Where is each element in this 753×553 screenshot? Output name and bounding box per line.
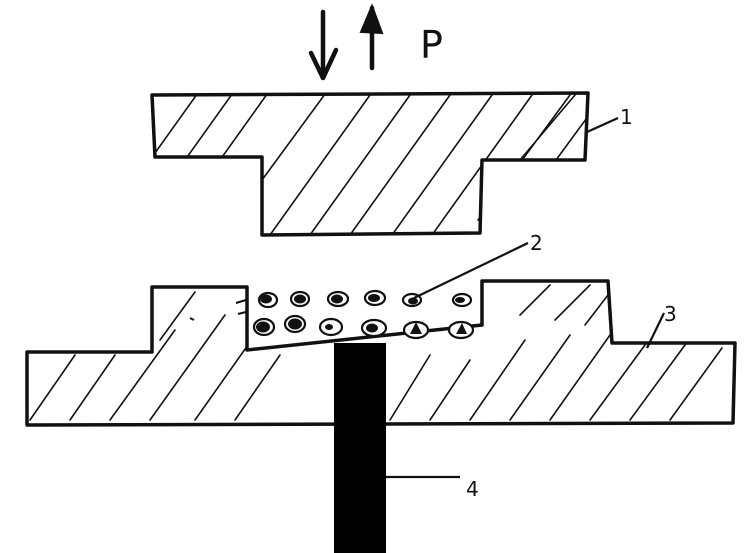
powder-particles [189,289,475,340]
callout-label-1: 1 [620,105,633,129]
powder-particle [252,317,276,337]
powder-particle [318,317,344,337]
powder-particle [402,320,430,340]
ejector-rod [334,343,386,553]
callout-3: 3 [646,302,677,349]
force-label: P [420,23,443,67]
callout-label-2: 2 [530,231,543,255]
powder-particle [451,292,473,308]
lower-die-hatching [29,284,723,421]
callout-label-4: 4 [466,477,479,501]
force-arrows: P [308,3,443,81]
powder-particle [326,290,350,308]
up-arrow-icon [359,3,384,71]
down-arrow-icon [308,9,339,81]
callout-1: 1 [586,105,633,134]
powder-speck [237,311,247,315]
powder-particle [283,314,307,334]
callout-2: 2 [413,231,543,299]
powder-particle [289,290,311,308]
powder-particle [363,289,387,307]
powder-speck [189,317,195,321]
powder-speck [235,299,247,304]
callout-label-3: 3 [664,302,677,326]
powder-particle [360,318,388,338]
powder-particle [447,320,475,340]
callout-4: 4 [386,475,479,501]
powder-particle [257,291,279,309]
upper-punch [150,91,590,237]
